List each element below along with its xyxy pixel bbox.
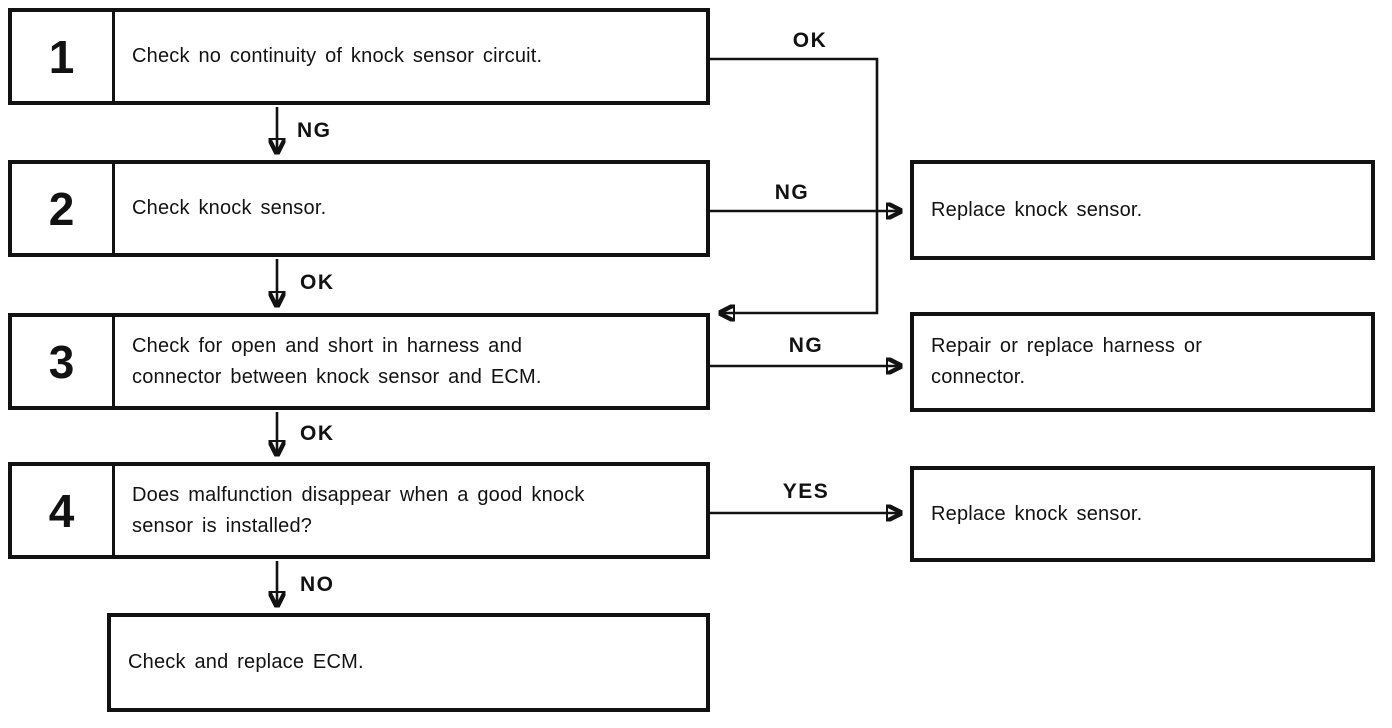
step-text-3: Check for open and short in harness and … <box>132 334 542 388</box>
step-box-4: 4 Does malfunction disappear when a good… <box>8 462 710 559</box>
result-box-replace-knock-sensor-1: Replace knock sensor. <box>910 160 1375 260</box>
step-number-3: 3 <box>12 317 115 406</box>
step-text-cell: Does malfunction disappear when a good k… <box>115 466 706 555</box>
step-text-4: Does malfunction disappear when a good k… <box>132 483 585 537</box>
result-text-2: Repair or replace harness or connector. <box>931 335 1203 388</box>
result-box-repair-harness: Repair or replace harness or connector. <box>910 312 1375 412</box>
result-text-cell: Replace knock sensor. <box>914 470 1371 558</box>
edge-label-step1-ng: NG <box>297 119 332 142</box>
final-step-box: Check and replace ECM. <box>107 613 710 712</box>
edge-label-step1-ok: OK <box>792 29 828 52</box>
step-text-cell: Check for open and short in harness and … <box>115 317 706 406</box>
step-text-1: Check no continuity of knock sensor circ… <box>132 45 543 67</box>
edge-label-step4-yes: YES <box>782 480 830 503</box>
edge-label-step2-ng: NG <box>774 181 810 204</box>
step-text-cell: Check and replace ECM. <box>111 617 706 708</box>
result-box-replace-knock-sensor-2: Replace knock sensor. <box>910 466 1375 562</box>
edge-label-step3-ng: NG <box>788 334 824 357</box>
step-text-2: Check knock sensor. <box>132 197 327 219</box>
result-text-3: Replace knock sensor. <box>931 502 1143 525</box>
edge-label-step4-no: NO <box>300 573 335 596</box>
step-box-3: 3 Check for open and short in harness an… <box>8 313 710 410</box>
step-box-2: 2 Check knock sensor. <box>8 160 710 257</box>
edge-label-step3-ok: OK <box>300 422 335 445</box>
step-text-cell: Check knock sensor. <box>115 164 706 253</box>
final-step-text: Check and replace ECM. <box>128 651 364 673</box>
step-number-4: 4 <box>12 466 115 555</box>
result-text-cell: Replace knock sensor. <box>914 164 1371 256</box>
step-box-1: 1 Check no continuity of knock sensor ci… <box>8 8 710 105</box>
step-text-cell: Check no continuity of knock sensor circ… <box>115 12 706 101</box>
result-text-cell: Repair or replace harness or connector. <box>914 316 1371 408</box>
result-text-1: Replace knock sensor. <box>931 198 1143 221</box>
step-number-2: 2 <box>12 164 115 253</box>
step-number-1: 1 <box>12 12 115 101</box>
edge-label-step2-ok: OK <box>300 271 335 294</box>
